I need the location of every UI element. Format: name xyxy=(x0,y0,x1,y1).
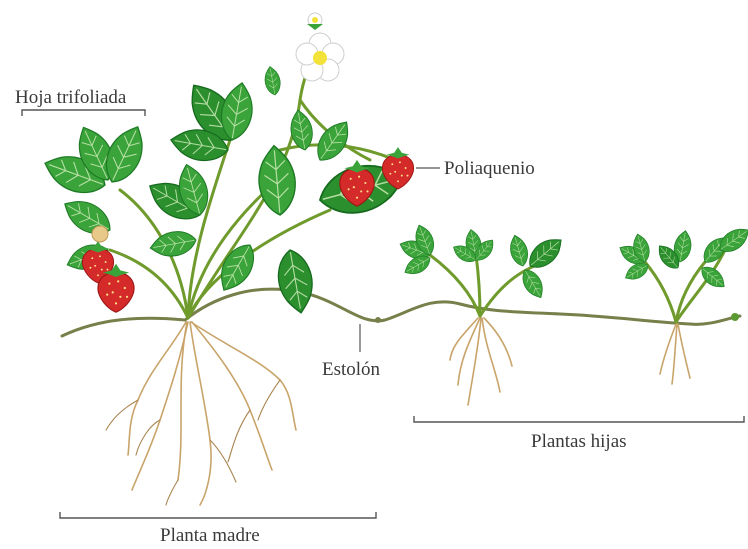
bracket-planta-madre xyxy=(60,512,376,518)
daughter-plant-2 xyxy=(616,223,748,384)
label-hoja-trifoliada: Hoja trifoliada xyxy=(15,87,127,108)
bracket-plantas-hijas xyxy=(414,416,744,422)
bracket-hoja xyxy=(22,110,145,116)
label-plantas-hijas: Plantas hijas xyxy=(531,431,627,452)
mother-plant-roots xyxy=(106,322,296,505)
flower xyxy=(296,33,344,81)
flower-bud xyxy=(307,13,323,30)
label-poliaquenio: Poliaquenio xyxy=(444,158,535,179)
stolon-runner xyxy=(62,289,740,336)
label-planta-madre: Planta madre xyxy=(160,525,260,546)
label-estolon: Estolón xyxy=(322,359,381,380)
